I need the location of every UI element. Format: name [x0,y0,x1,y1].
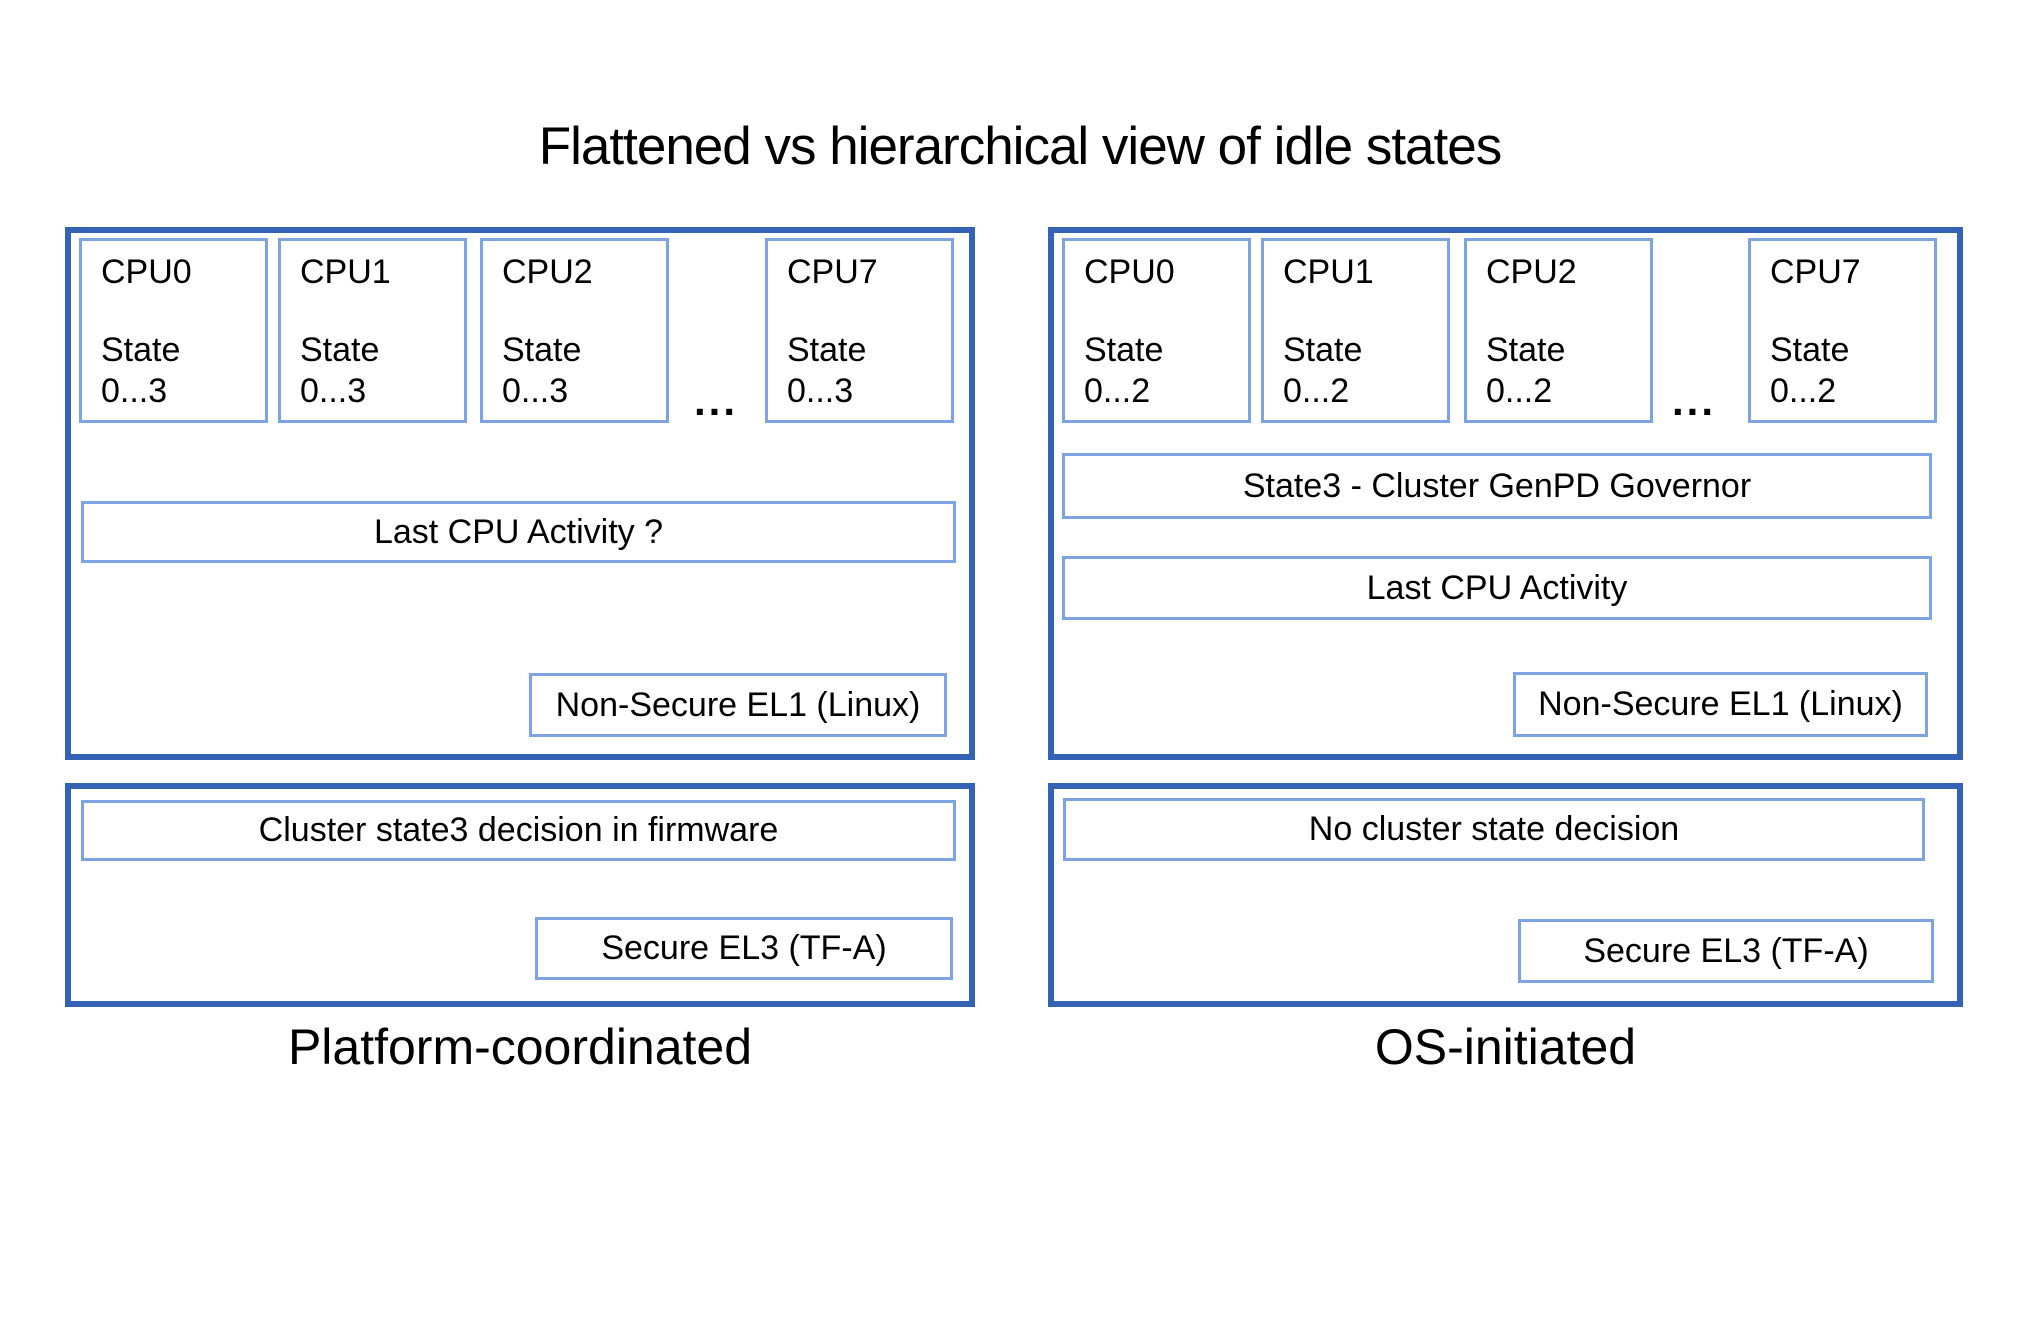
cpu1-box: CPU1 State 0...3 [278,238,467,423]
state-range: 0...2 [1283,372,1350,410]
cpu-name: CPU7 [1770,253,1861,291]
cpu1-box: CPU1 State 0...2 [1261,238,1450,423]
cpu-state: State 0...2 [1084,330,1163,412]
state-label: State [1486,331,1566,369]
platform-el1-panel: CPU0 State 0...3 CPU1 State 0...3 CPU2 S… [65,227,975,760]
cpu7-box: CPU7 State 0...2 [1748,238,1937,423]
cpu2-box: CPU2 State 0...3 [480,238,669,423]
no-cluster-decision-box: No cluster state decision [1063,798,1925,861]
state-label: State [300,331,380,369]
cpu-state: State 0...3 [101,330,180,412]
state-range: 0...2 [1486,372,1553,410]
cpu-state: State 0...3 [787,330,866,412]
state-label: State [1770,331,1850,369]
cpu-state: State 0...2 [1770,330,1849,412]
last-cpu-activity-box: Last CPU Activity ? [81,501,956,563]
state-range: 0...3 [502,372,569,410]
cpu-name: CPU2 [502,253,593,291]
osi-el1-panel: CPU0 State 0...2 CPU1 State 0...2 CPU2 S… [1048,227,1963,760]
osi-el3-panel: No cluster state decision Secure EL3 (TF… [1048,783,1963,1007]
cpu-ellipsis: ... [693,377,738,424]
state-range: 0...3 [300,372,367,410]
cpu-name: CPU1 [1283,253,1374,291]
cpu2-box: CPU2 State 0...2 [1464,238,1653,423]
cluster-genpd-governor-box: State3 - Cluster GenPD Governor [1062,453,1932,519]
non-secure-el1-box: Non-Secure EL1 (Linux) [529,673,947,737]
cpu-state: State 0...3 [502,330,581,412]
os-initiated-caption: OS-initiated [1374,1019,1637,1075]
secure-el3-box: Secure EL3 (TF-A) [535,917,953,980]
cpu0-box: CPU0 State 0...2 [1062,238,1251,423]
cpu-state: State 0...3 [300,330,379,412]
state-range: 0...2 [1770,372,1837,410]
cpu-name: CPU2 [1486,253,1577,291]
platform-el3-panel: Cluster state3 decision in firmware Secu… [65,783,975,1007]
cpu7-box: CPU7 State 0...3 [765,238,954,423]
cpu-ellipsis: ... [1671,377,1716,424]
state-label: State [1084,331,1164,369]
cpu-state: State 0...2 [1486,330,1565,412]
page-title: Flattened vs hierarchical view of idle s… [538,117,1502,176]
state-label: State [787,331,867,369]
state-label: State [1283,331,1363,369]
cpu-name: CPU7 [787,253,878,291]
cpu-name: CPU0 [101,253,192,291]
state-range: 0...3 [101,372,168,410]
cluster-decision-box: Cluster state3 decision in firmware [81,800,956,861]
state-range: 0...3 [787,372,854,410]
cpu-state: State 0...2 [1283,330,1362,412]
state-label: State [101,331,181,369]
state-range: 0...2 [1084,372,1151,410]
cpu-name: CPU0 [1084,253,1175,291]
last-cpu-activity-box: Last CPU Activity [1062,556,1932,620]
non-secure-el1-box: Non-Secure EL1 (Linux) [1513,672,1928,737]
cpu-name: CPU1 [300,253,391,291]
state-label: State [502,331,582,369]
cpu0-box: CPU0 State 0...3 [79,238,268,423]
platform-coordinated-caption: Platform-coordinated [287,1019,753,1075]
secure-el3-box: Secure EL3 (TF-A) [1518,919,1934,983]
